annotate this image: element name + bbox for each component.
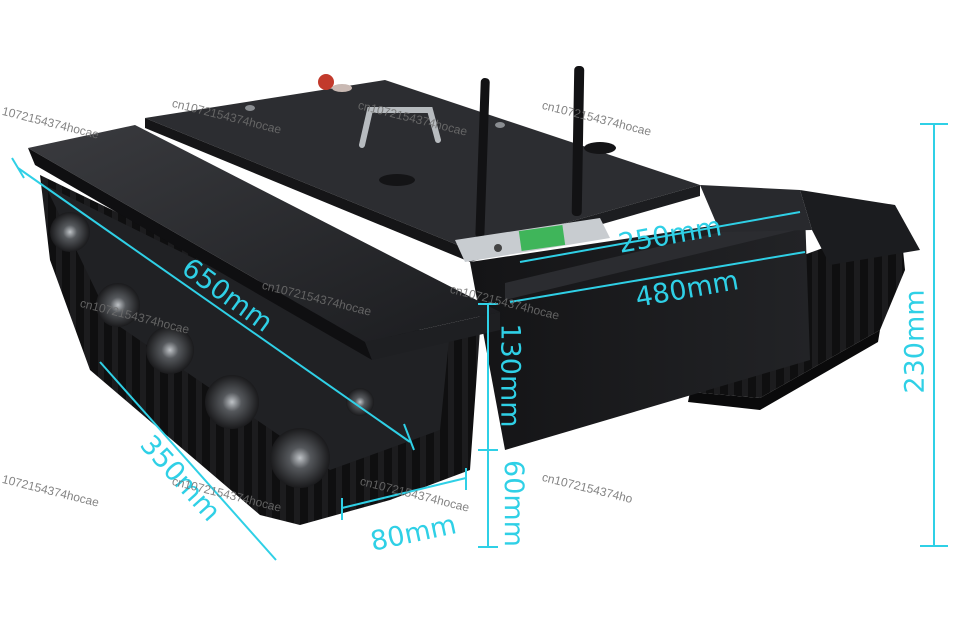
dimension-60-label: 60mm	[497, 460, 529, 547]
deck-details	[245, 74, 616, 186]
body-front	[470, 212, 810, 450]
lcd-display-icon	[518, 225, 566, 251]
left-fender	[28, 125, 500, 360]
antennas	[475, 65, 585, 238]
road-wheels	[50, 212, 374, 488]
right-fender	[700, 185, 920, 265]
dimension-130-label: 130mm	[494, 323, 526, 428]
dimension-lines	[11, 123, 948, 561]
control-panel	[455, 218, 610, 262]
dimension-230-label: 230mm	[899, 289, 931, 394]
